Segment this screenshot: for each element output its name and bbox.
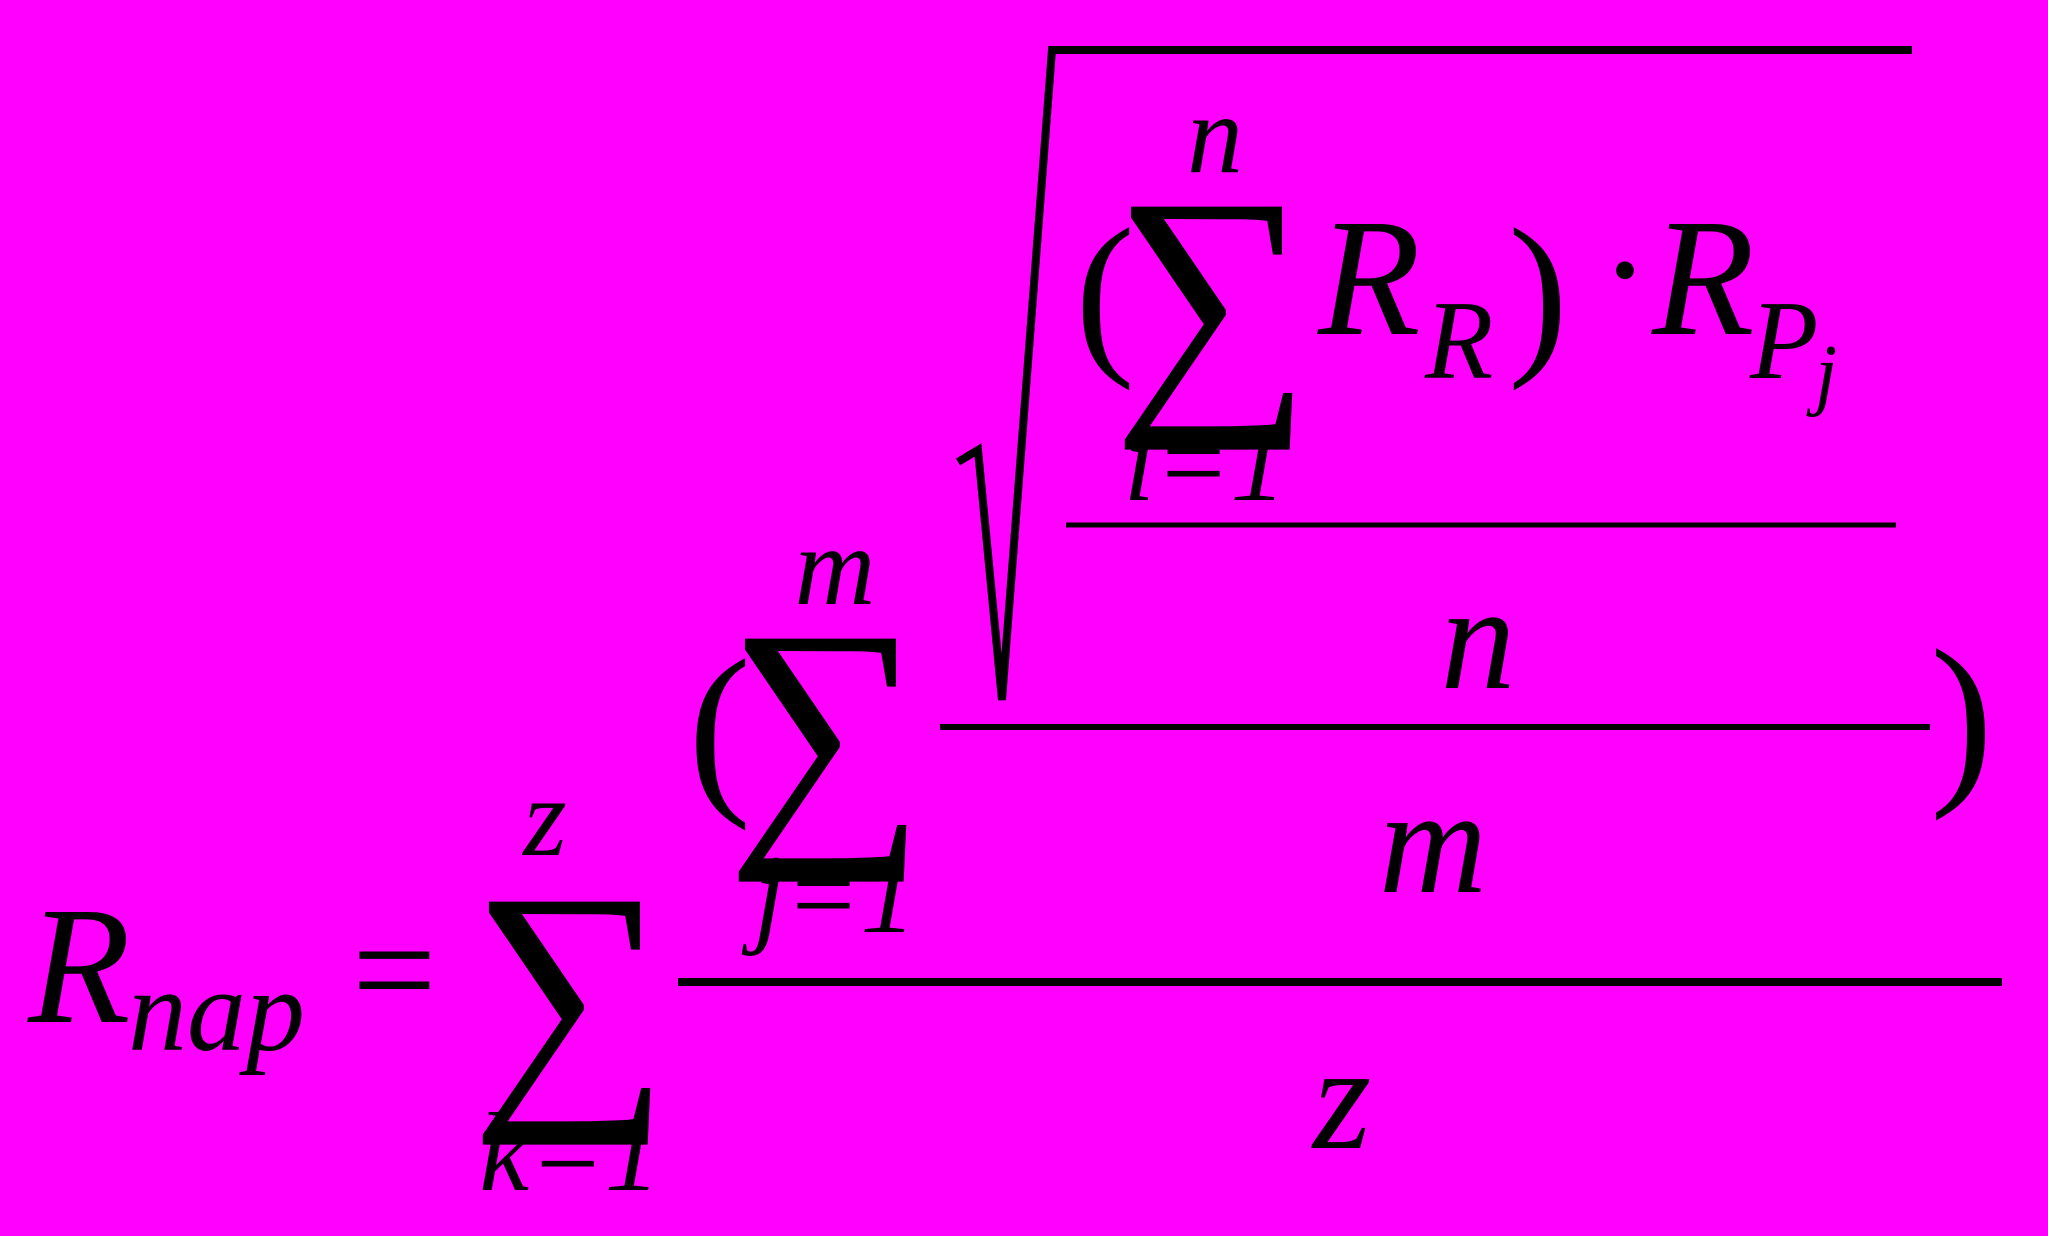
outer-denominator: z [1311,1015,1371,1181]
root-denominator: n [1441,555,1516,721]
inner-term-symbol: R [1317,185,1421,371]
radical-sign [955,46,1912,701]
outer-sum-upper-limit: z [521,756,567,880]
middle-open-paren: ( [688,622,751,832]
inner-open-paren: ( [1075,192,1135,391]
inner-sum-upper-limit: n [1187,73,1243,197]
inner-sum-lower-limit: i=1 [1124,401,1287,525]
middle-sum-operator: ∑ [726,572,926,883]
lhs-subscript: nap [128,945,305,1076]
pj-term-subscript: P [1749,279,1818,403]
lhs-symbol: R [27,873,131,1059]
middle-sum-lower-limit: j=1 [742,833,917,957]
equals-sign: = [352,887,437,1053]
middle-denominator: m [1379,759,1487,925]
multiplication-dot: · [1600,187,1650,353]
inner-sum-operator: ∑ [1112,140,1312,451]
pj-term-symbol: R [1651,185,1755,371]
middle-sum-upper-limit: m [795,505,876,629]
inner-close-paren: ) [1508,192,1568,391]
inner-term-subscript: R [1424,279,1493,403]
outer-sum-lower-limit: k=1 [479,1091,660,1215]
middle-close-paren: ) [1930,612,1993,822]
outer-sum-operator: ∑ [470,835,670,1146]
